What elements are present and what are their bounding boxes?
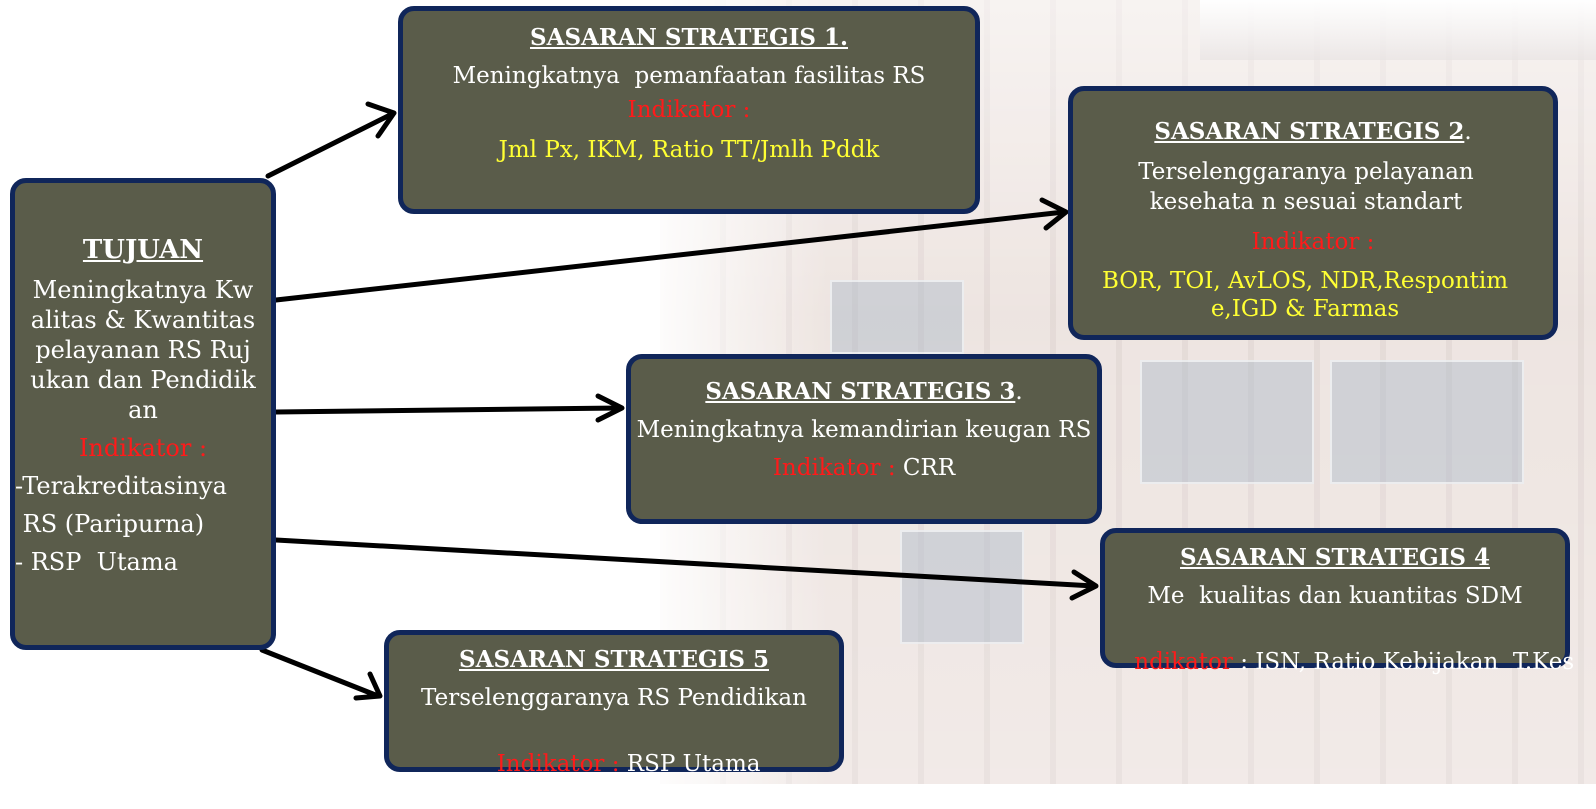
background-window [1140,360,1314,484]
ss3-description: Meningkatnya kemandirian keugan RS [636,417,1092,443]
ss4-indikator-value: : ISN, Ratio Kebijakan T.Kes [1232,649,1575,675]
ss3-indikator-value: CRR [895,455,956,481]
ss2-description: Terselenggaranya pelayanan kesehata n se… [1138,159,1474,215]
sasaran-strategis-1-box: SASARAN STRATEGIS 1. Meningkatnya pemanf… [398,6,980,214]
ss1-title: SASARAN STRATEGIS 1. [529,24,848,51]
tujuan-indikator-item: -Terakreditasinya [15,472,227,500]
tujuan-indikator-label: Indikator : [78,434,208,462]
tujuan-description: Meningkatnya Kw alitas & Kwantitas pelay… [30,276,256,424]
ss1-indikator-value: Jml Px, IKM, Ratio TT/Jmlh Pddk [498,137,880,163]
ss3-title: SASARAN STRATEGIS 3 [705,378,1016,405]
arrow-head-ss4 [1069,569,1099,601]
ss2-indikator-value: BOR, TOI, AvLOS, NDR,Respontim e,IGD & F… [1101,268,1509,322]
tujuan-indikator-item: RS (Paripurna) [15,510,205,538]
ss4-indikator-label: ndikator [1134,649,1233,675]
tujuan-title: TUJUAN [82,235,204,265]
tujuan-box: TUJUAN Meningkatnya Kw alitas & Kwantita… [10,178,276,650]
ss1-description: Meningkatnya pemanfaatan fasilitas RS [452,63,926,89]
ss2-title: SASARAN STRATEGIS 2 [1154,118,1465,145]
ss3-indikator-label: Indikator : [772,455,896,481]
arrow-to-ss3 [273,405,623,415]
background-window [900,530,1024,644]
ss4-title: SASARAN STRATEGIS 4 [1180,544,1490,571]
connector-arrows [259,101,1099,701]
sasaran-strategis-3-box: SASARAN STRATEGIS 3. Meningkatnya kemand… [626,354,1102,524]
background-window [830,280,964,354]
arrow-head-ss5 [353,671,383,701]
ss2-indikator-label: Indikator : [1251,229,1375,255]
background-roof [1200,0,1596,60]
ss5-indikator-label: Indikator : [496,751,620,777]
arrow-head-ss2 [1039,197,1069,231]
sasaran-strategis-2-box: SASARAN STRATEGIS 2. Terselenggaranya pe… [1068,86,1558,340]
sasaran-strategis-4-box: SASARAN STRATEGIS 4 Me kualitas dan kuan… [1100,528,1574,675]
ss5-description: Terselenggaranya RS Pendidikan [421,685,807,711]
ss5-title: SASARAN STRATEGIS 5 [459,646,769,673]
arrow-to-ss5 [259,647,381,699]
arrow-to-ss2 [273,209,1067,303]
ss5-indikator-value: RSP Utama [619,751,761,777]
ss1-indikator-label: Indikator : [627,97,751,123]
ss2-title-suffix: . [1464,119,1472,145]
arrow-head-ss3 [595,393,625,423]
sasaran-strategis-5-box: SASARAN STRATEGIS 5 Terselenggaranya RS … [384,630,844,777]
background-window [1330,360,1524,484]
ss3-title-suffix: . [1015,379,1023,405]
ss4-description: Me kualitas dan kuantitas SDM [1147,583,1523,609]
arrow-to-ss1 [265,111,395,179]
arrow-head-ss1 [365,101,397,139]
tujuan-indikator-item: - RSP Utama [15,548,178,576]
arrow-to-ss4 [273,537,1097,589]
